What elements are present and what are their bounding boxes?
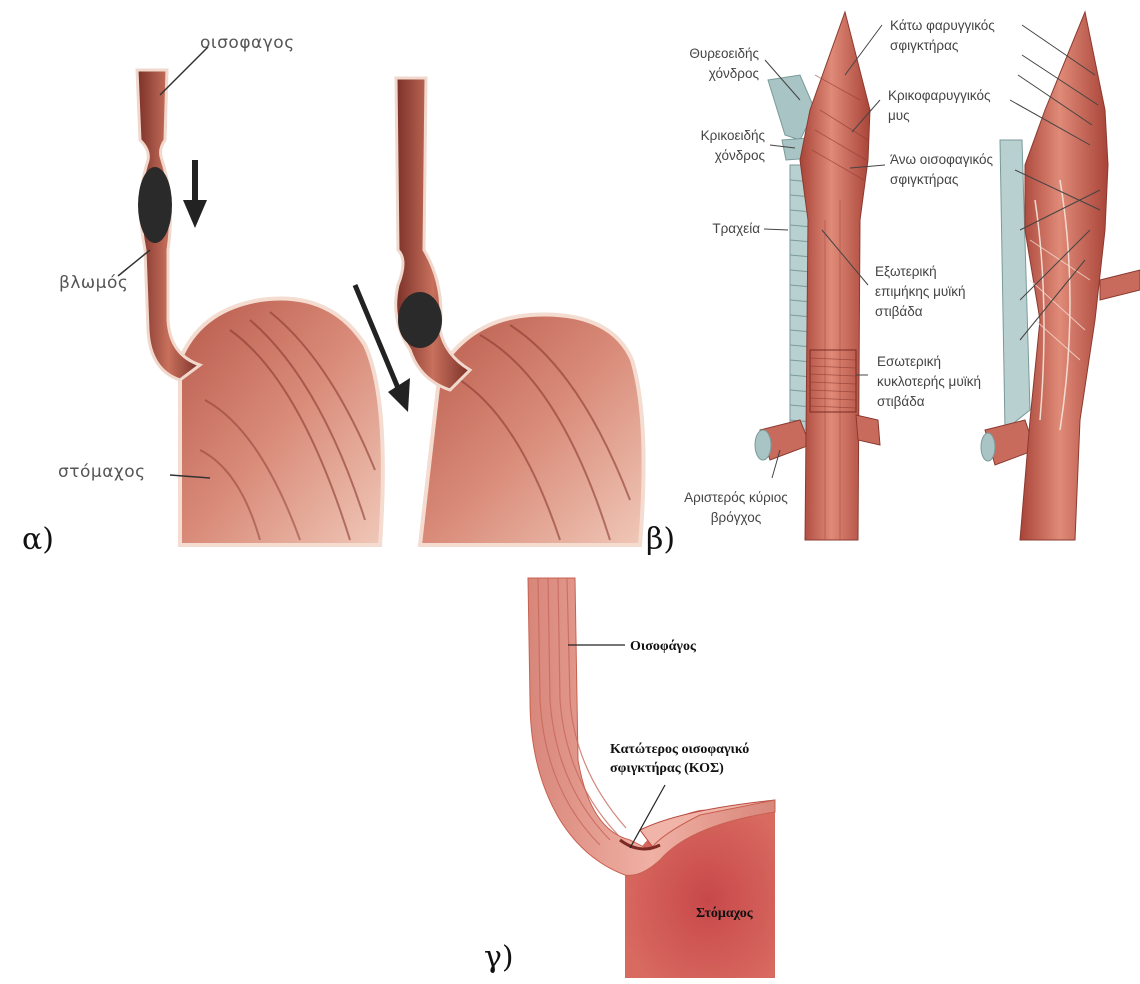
label-lower-sphincter: Κατώτερος οισοφαγικό σφιγκτήρας (ΚΟΣ)	[610, 740, 749, 778]
panel-letter-g: γ)	[484, 940, 514, 975]
label-esophagus-g: Οισοφάγος	[630, 637, 696, 656]
label-stomach-g: Στόμαχος	[696, 904, 753, 923]
